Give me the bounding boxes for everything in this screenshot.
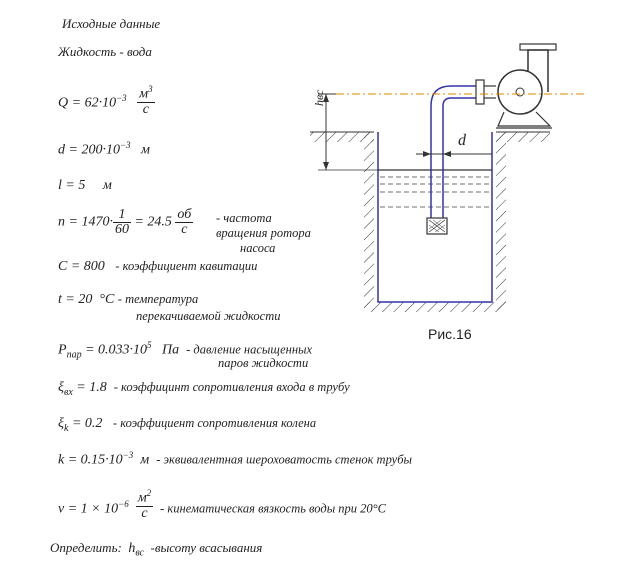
xi-vh-expr: = 1.8 [76, 380, 107, 395]
q-unit-num-exp: 3 [148, 84, 153, 94]
c-lhs: C [58, 259, 68, 274]
q-exp: −3 [116, 93, 127, 103]
t-desc2: перекачиваемой жидкости [136, 309, 281, 323]
param-c: C = 800 - коэффициент кавитации [58, 259, 257, 275]
t-desc1: - температура [117, 292, 199, 306]
p-sub: пар [66, 349, 82, 361]
n-expr: = 1470· [68, 214, 113, 230]
n-frac-num: 1 [112, 208, 131, 223]
param-q: Q = 62·10−3 м3 с [58, 82, 155, 117]
xi-vh-desc: - коэффицинт сопротивления входа в трубу [113, 380, 350, 394]
k-expr: = 0.15·10 [67, 452, 123, 468]
xi-vh-sub: вх [64, 386, 73, 398]
t-expr: = 20 [65, 292, 93, 307]
xi-vh-lhs: ξ [58, 380, 64, 395]
xi-k-desc: - коэффициент сопротивления колена [112, 416, 317, 430]
pipe-flange [475, 79, 485, 105]
liquid-label: Жидкость - вода [58, 44, 152, 59]
pump-outlet [527, 49, 549, 92]
k-desc: - эквивалентная шероховатость стенок тру… [156, 452, 412, 467]
param-xi-vh: ξвх = 1.8 - коэффицинт сопротивления вхо… [58, 380, 350, 398]
n-desc2: вращения ротора [216, 226, 311, 240]
xi-k-lhs: ξ [58, 416, 64, 431]
n-lhs: n [58, 214, 65, 230]
l-unit: м [102, 178, 112, 193]
n-desc3: насоса [240, 241, 276, 255]
nu-unit-num-exp: 2 [146, 488, 152, 498]
pump-base [497, 111, 552, 127]
ground-hatch-right [496, 132, 550, 142]
pipe-elbow-outer [430, 85, 476, 107]
nu-unit: м2 с [135, 486, 154, 521]
n-desc1: - частота [216, 211, 272, 225]
n-fraction: 1 60 [112, 208, 131, 237]
tank-wall-left [364, 132, 374, 310]
tank-floor [364, 302, 506, 312]
n-expr2: = 24.5 [134, 214, 172, 230]
p-unit: Па [162, 342, 180, 358]
n-unit: об с [175, 207, 194, 237]
d-lhs: d [58, 142, 65, 158]
p-desc1: - давление насыщенных [186, 342, 313, 357]
p-exp: 5 [147, 340, 152, 350]
strainer [426, 217, 448, 235]
figure-label-hvs: hвс [312, 89, 326, 106]
d-unit: м [141, 142, 150, 158]
figure-caption: Рис.16 [428, 326, 472, 342]
param-nu: ν = 1 × 10−6 м2 с - кинематическая вязко… [58, 486, 386, 521]
determine-label: Определить: [50, 540, 122, 555]
c-expr: = 800 [70, 259, 105, 274]
nu-exp: −6 [118, 499, 129, 509]
nu-lhs: ν [58, 501, 65, 517]
t-unit: °C [99, 292, 115, 307]
k-unit: м [140, 452, 150, 468]
l-expr: = 5 [65, 178, 86, 193]
n-frac-den: 60 [114, 222, 129, 237]
k-lhs: k [58, 452, 65, 468]
pump-diagram [310, 43, 584, 312]
xi-k-expr: = 0.2 [71, 416, 103, 431]
q-lhs: Q [58, 95, 69, 111]
determine-line: Определить: hвс -высоту всасывания [50, 540, 262, 559]
p-expr: = 0.033·10 [85, 342, 148, 358]
target-desc: -высоту всасывания [150, 540, 263, 555]
xi-k-sub: k [64, 422, 69, 434]
q-unit-num: м [139, 86, 149, 102]
nu-expr: = 1 × 10 [67, 501, 119, 517]
nu-unit-num: м [137, 490, 147, 506]
n-unit-den: с [181, 222, 188, 237]
pump-body [497, 69, 543, 115]
c-desc: - коэффициент кавитации [115, 259, 258, 273]
l-lhs: l [58, 178, 62, 193]
param-n: n = 1470· 1 60 = 24.5 об с [58, 207, 194, 237]
param-p: Pпар = 0.033·105 Па - давление насыщенны… [58, 340, 312, 360]
target-sub: вс [135, 547, 144, 559]
ground-hatch-left [310, 132, 374, 142]
d-exp: −3 [119, 140, 131, 150]
pipe-elbow-inner [442, 97, 476, 107]
p-lhs: P [58, 342, 67, 358]
nu-desc: - кинематическая вязкость воды при 20°C [160, 501, 387, 516]
tank-outline [377, 132, 493, 303]
target-var: h [128, 541, 136, 556]
nu-unit-den: с [141, 505, 148, 521]
q-expr: = 62·10 [71, 95, 117, 111]
t-lhs: t [58, 292, 62, 307]
n-unit-num: об [175, 207, 194, 223]
param-xi-k: ξk = 0.2 - коэффициент сопротивления кол… [58, 416, 316, 434]
param-d: d = 200·10−3 м [58, 140, 150, 159]
q-unit-den: с [142, 101, 149, 117]
k-exp: −3 [122, 450, 134, 460]
param-t: t = 20 °C - температура [58, 292, 198, 308]
tank-wall-right [496, 132, 506, 310]
p-desc2: паров жидкости [218, 356, 309, 370]
header-title: Исходные данные [62, 16, 161, 31]
q-unit: м3 с [137, 82, 155, 117]
outlet-flange [519, 43, 557, 51]
param-l: l = 5 м [58, 178, 112, 194]
figure-label-d: d [458, 132, 466, 149]
d-expr: = 200·10 [68, 142, 120, 158]
param-k: k = 0.15·10−3 м - эквивалентная шерохова… [58, 450, 412, 469]
